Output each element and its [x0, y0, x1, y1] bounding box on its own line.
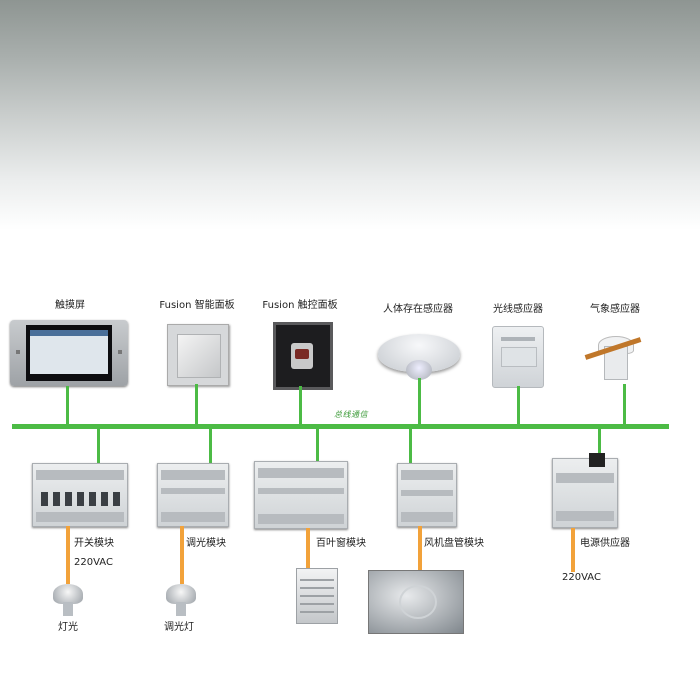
label-switch-module: 开关模块: [74, 538, 114, 549]
connector-fusion-panel: [195, 384, 198, 426]
connector-psu: [598, 428, 601, 456]
fusion-smart-panel-device: [167, 324, 229, 386]
connector-occupancy: [418, 378, 421, 426]
fancoil-module-device: [397, 463, 457, 527]
switch-module-device: [32, 463, 128, 527]
power-line-lamp: [66, 526, 70, 584]
fancoil-device: [368, 570, 464, 634]
label-dimmer-module: 调光模块: [186, 538, 226, 549]
label-power-supply: 电源供应器: [580, 538, 630, 549]
shutter-module-device: [254, 461, 348, 529]
label-touch-screen: 触摸屏: [55, 300, 85, 311]
weather-sensor-device: [584, 332, 642, 386]
blind-device: [296, 568, 338, 624]
bus-label: 总线通信: [334, 410, 368, 419]
fusion-touch-panel-device: [273, 322, 333, 390]
connector-fusion-touch: [299, 386, 302, 426]
power-supply-device: [552, 453, 618, 528]
label-occupancy-sensor: 人体存在感应器: [383, 304, 453, 315]
label-weather-sensor: 气象感应器: [590, 304, 640, 315]
label-voltage-psu: 220VAC: [562, 572, 601, 583]
touch-screen-device: [10, 320, 128, 386]
lamp-device: [53, 584, 83, 618]
connector-touch: [66, 386, 69, 426]
label-fancoil-module: 风机盘管模块: [424, 538, 484, 549]
connector-switch-module: [97, 428, 100, 464]
label-shutter-module: 百叶窗模块: [316, 538, 366, 549]
power-line-shutter: [306, 528, 310, 570]
label-lamp: 灯光: [58, 622, 78, 633]
power-line-dim-lamp: [180, 526, 184, 584]
label-dim-lamp: 调光灯: [164, 622, 194, 633]
power-line-psu: [571, 528, 575, 572]
connector-weather: [623, 384, 626, 426]
label-fusion-touch: Fusion 触控面板: [262, 300, 338, 311]
power-line-fancoil: [418, 526, 422, 570]
connector-light-sensor: [517, 386, 520, 426]
connector-shutter-module: [316, 428, 319, 462]
label-fusion-panel: Fusion 智能面板: [159, 300, 235, 311]
connector-fancoil-module: [409, 428, 412, 464]
dimmer-module-device: [157, 463, 229, 527]
occupancy-sensor-device: [378, 334, 460, 380]
light-sensor-device: [492, 326, 544, 388]
background-gradient: [0, 0, 700, 230]
knx-bus-line: [12, 424, 669, 429]
dim-lamp-device: [166, 584, 196, 618]
label-light-sensor: 光线感应器: [493, 304, 543, 315]
label-voltage-switch: 220VAC: [74, 557, 113, 568]
connector-dimmer-module: [209, 428, 212, 464]
